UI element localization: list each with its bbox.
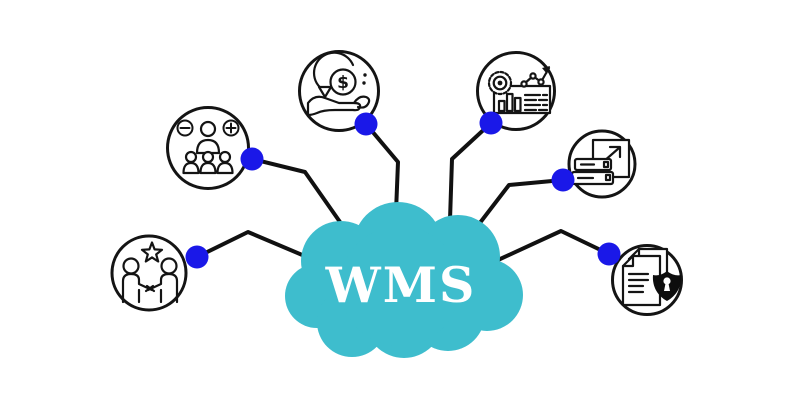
dollar-coin: [329, 68, 357, 96]
keyhole-stem: [664, 283, 670, 291]
connector-line-team-management: [250, 157, 342, 224]
person-head: [218, 150, 232, 164]
text-lines: [523, 93, 549, 112]
detail-mark: [604, 173, 612, 182]
detail-mark: [602, 160, 610, 169]
hand-dollar-return-icon: $: [306, 51, 371, 117]
person-head: [160, 257, 178, 275]
bar: [505, 92, 514, 113]
person-body: [146, 272, 179, 304]
person-body: [195, 138, 221, 155]
plus-badge: [222, 119, 240, 137]
open-hand: [306, 95, 362, 117]
person-body: [121, 272, 154, 304]
person-head: [184, 150, 198, 164]
handshake-star-icon: [121, 241, 179, 304]
node-circle: [110, 234, 188, 312]
person-body: [216, 161, 234, 175]
connector-line-cost-savings: [364, 122, 400, 214]
connector-lines: [195, 121, 611, 262]
person-body: [199, 161, 217, 175]
connector-line-partnership: [195, 230, 309, 259]
person-head: [122, 257, 140, 275]
cloud-title: WMS: [325, 256, 477, 314]
cost-savings-node: $: [298, 50, 380, 132]
person-head: [199, 120, 217, 138]
team-management-node: [166, 106, 250, 190]
connector-dot-scalability: [551, 168, 575, 192]
partnership-node: [110, 234, 188, 312]
connector-line-scalability: [474, 178, 565, 230]
circular-arrow: [312, 51, 355, 93]
expand-arrowhead: [608, 145, 622, 159]
connector-dots: [185, 111, 621, 269]
handshake: [144, 284, 156, 293]
document-security-node: [611, 244, 683, 316]
connector-dot-analytics: [479, 111, 503, 135]
dashboard-chart-icon: [487, 66, 552, 115]
dash-dot: [363, 73, 367, 77]
trend-point: [520, 80, 528, 88]
connector-dot-team-management: [240, 147, 264, 171]
person-body: [182, 161, 200, 175]
target-center: [497, 80, 503, 86]
connector-dot-cost-savings: [354, 112, 378, 136]
connector-dot-partnership: [185, 245, 209, 269]
person-head: [201, 150, 215, 164]
connector-line-analytics: [448, 121, 493, 222]
trend-line: [522, 66, 551, 86]
text-lines: [627, 272, 650, 294]
connector-dot-document-security: [597, 242, 621, 266]
wms-cloud: WMS: [285, 202, 523, 358]
dollar-sign: $: [337, 73, 349, 93]
bar: [497, 99, 506, 113]
keyhole: [663, 277, 671, 285]
trend-arrowhead: [542, 66, 550, 74]
bar: [513, 96, 522, 113]
secure-documents-icon: [621, 247, 682, 307]
team-add-remove-icon: [176, 119, 240, 175]
dash-dot: [362, 81, 366, 85]
trend-point: [537, 78, 545, 86]
star: [140, 241, 164, 263]
analytics-node: [476, 51, 556, 131]
arrowhead: [317, 85, 333, 99]
fold-corner: [621, 254, 635, 268]
scalability-node: [567, 129, 637, 199]
trend-point: [529, 72, 537, 80]
cloud-bump: [340, 226, 460, 346]
thumb: [352, 95, 371, 109]
connector-line-document-security: [496, 229, 611, 262]
minus-badge: [176, 119, 194, 137]
